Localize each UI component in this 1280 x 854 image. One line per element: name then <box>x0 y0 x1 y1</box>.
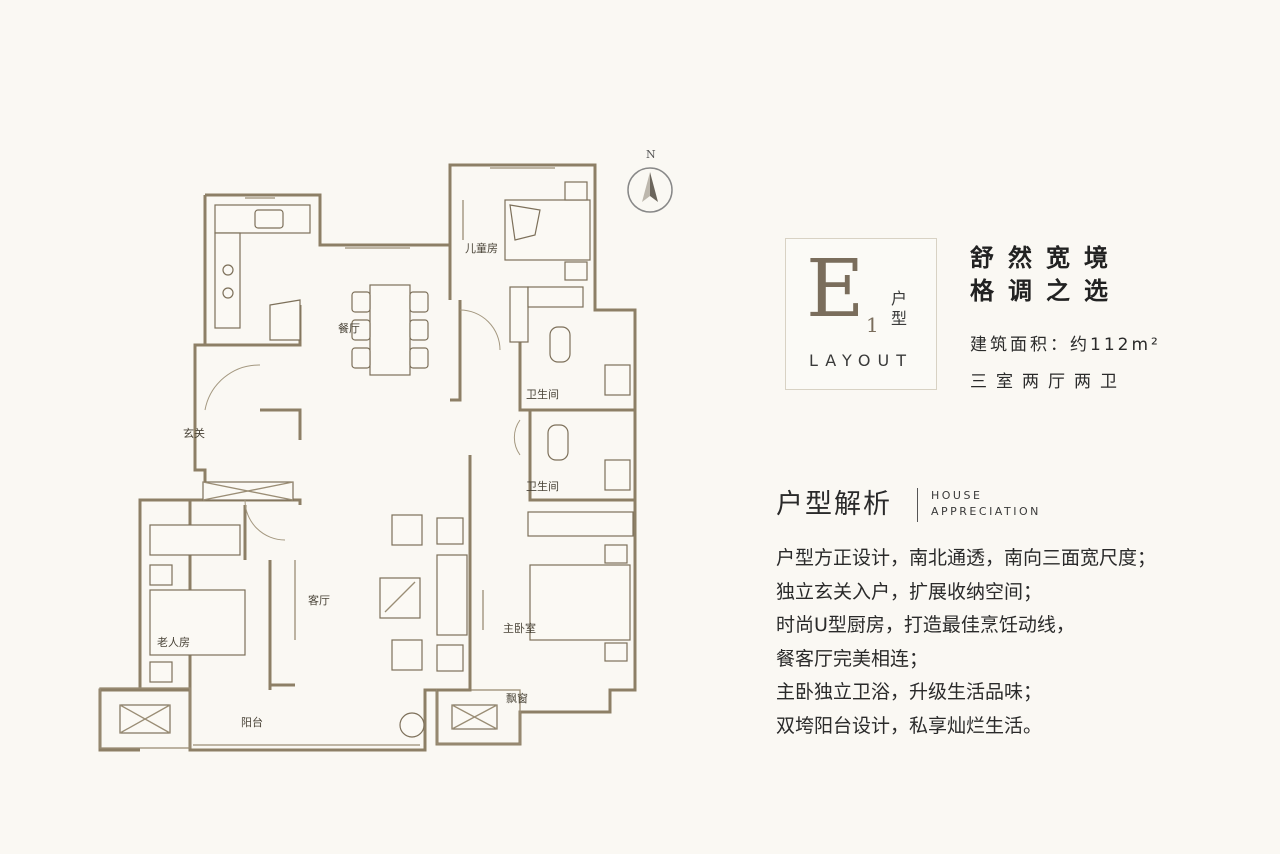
room-label-bay-window: 飘窗 <box>506 691 528 705</box>
building-area: 建筑面积：约112m² <box>970 335 1161 355</box>
elder-bed <box>149 564 246 683</box>
room-label-bath2: 卫生间 <box>526 479 559 493</box>
feature-item: 餐客厅完美相连； <box>776 647 929 670</box>
slogan-line-2: 格调之选 <box>970 277 1122 305</box>
room-label-elder: 老人房 <box>157 636 190 649</box>
slogan-line-1: 舒然宽境 <box>970 244 1122 272</box>
balcony-right-outline <box>436 689 521 745</box>
unit-letter: E <box>806 242 865 335</box>
living-sofa <box>379 514 468 672</box>
wardrobes <box>149 286 634 556</box>
room-config: 三室两厅两卫 <box>970 372 1126 392</box>
dining-table <box>351 284 429 376</box>
windows <box>193 167 555 746</box>
kitchen-counter <box>214 204 311 341</box>
feature-item: 独立玄关入户，扩展收纳空间； <box>776 580 1043 603</box>
balcony-outline <box>99 687 191 749</box>
children-bed <box>504 181 591 281</box>
unit-word-top: 户 <box>890 289 907 308</box>
slogan: 舒然宽境 格调之选 <box>970 242 1122 308</box>
feature-item: 时尚U型厨房，打造最佳烹饪动线， <box>776 614 1075 637</box>
layout-word: LAYOUT <box>809 351 913 370</box>
en-title-line-2: APPRECIATION <box>931 505 1041 518</box>
room-label-bath1: 卫生间 <box>526 387 559 401</box>
room-label-master: 主卧室 <box>503 621 536 635</box>
compass-label: N <box>646 148 656 161</box>
feature-item: 双垮阳台设计，私享灿烂生活。 <box>776 714 1043 737</box>
feature-item: 主卧独立卫浴，升级生活品味； <box>776 681 1043 704</box>
room-label-children: 儿童房 <box>465 241 498 255</box>
feature-item: 户型方正设计，南北通透，南向三面宽尺度； <box>776 547 1157 569</box>
compass-icon: N <box>627 148 673 213</box>
interior-walls <box>205 245 635 692</box>
room-label-dining: 餐厅 <box>338 321 360 335</box>
unit-type-badge: E 1 户 型 LAYOUT <box>785 238 937 390</box>
en-title-line-1: HOUSE <box>931 489 983 502</box>
feature-list: 户型方正设计，南北通透，南向三面宽尺度； 独立玄关入户，扩展收纳空间； 时尚U型… <box>776 542 1156 744</box>
unit-number: 1 <box>866 313 879 337</box>
bathroom-fixtures <box>547 326 631 491</box>
unit-word: 户 型 <box>888 289 910 329</box>
master-bed <box>529 544 631 662</box>
room-label-entrance: 玄关 <box>183 426 205 440</box>
unit-word-bottom: 型 <box>890 309 907 328</box>
analysis-title: 户型解析 <box>776 489 892 520</box>
room-label-living: 客厅 <box>308 593 330 607</box>
title-divider <box>917 488 918 522</box>
balcony-items <box>119 704 498 738</box>
analysis-en-title: HOUSE APPRECIATION <box>931 488 1041 520</box>
room-label-balcony: 阳台 <box>241 715 263 729</box>
doors <box>204 309 521 541</box>
